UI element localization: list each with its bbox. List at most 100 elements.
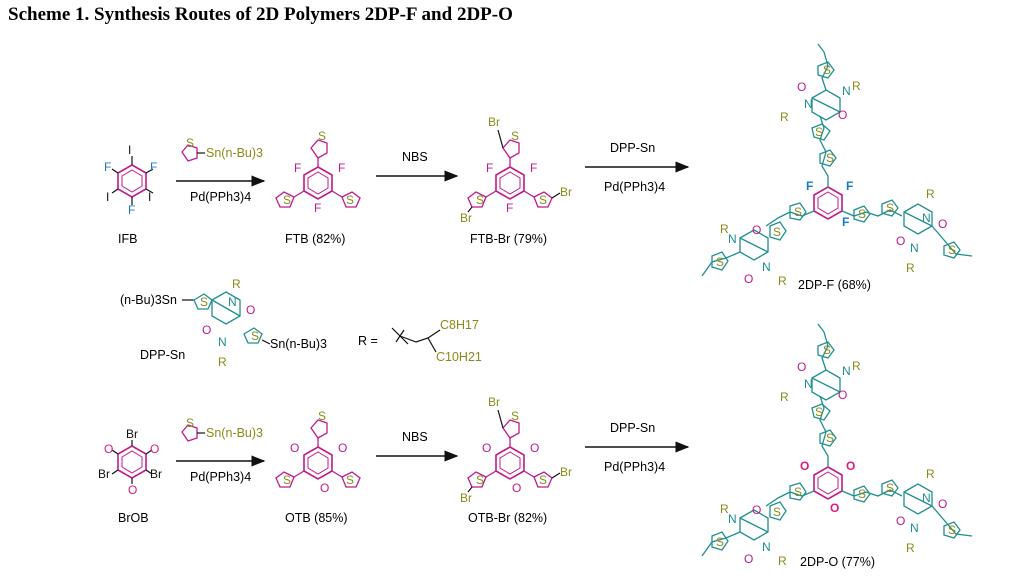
r-group-definition: R =	[358, 334, 378, 348]
svg-text:O: O	[830, 501, 839, 515]
svg-text:Br: Br	[460, 491, 472, 505]
svg-text:N: N	[762, 540, 771, 554]
svg-text:S: S	[815, 405, 823, 419]
ftb-label: FTB (82%)	[285, 232, 346, 246]
ftb-br-molecule: S Br S Br S Br F F F	[460, 115, 572, 225]
dpp-sn-tin-left: (n-Bu)3Sn	[120, 293, 177, 307]
svg-text:S: S	[476, 473, 484, 487]
svg-text:O: O	[797, 80, 806, 94]
ftb-molecule: S S S F F F	[275, 129, 361, 215]
svg-text:Br: Br	[560, 465, 572, 479]
svg-text:S: S	[815, 125, 823, 139]
otb-br-molecule: S Br S Br S Br O O O	[460, 395, 572, 505]
svg-text:S: S	[794, 485, 802, 499]
svg-text:R: R	[780, 110, 789, 124]
svg-text:O: O	[896, 514, 905, 528]
svg-text:S: S	[948, 523, 956, 537]
svg-text:Br: Br	[560, 185, 572, 199]
scheme-title: Scheme 1. Synthesis Routes of 2D Polymer…	[8, 4, 513, 25]
step1-o-catalyst: Pd(PPh3)4	[190, 470, 252, 484]
svg-text:F: F	[338, 161, 345, 175]
svg-text:N: N	[762, 260, 771, 274]
svg-text:R: R	[906, 261, 915, 275]
svg-text:F: F	[486, 161, 493, 175]
svg-text:O: O	[938, 497, 947, 511]
dpp-sn-label: DPP-Sn	[140, 348, 186, 362]
svg-text:N: N	[922, 211, 931, 225]
svg-text:S: S	[283, 193, 291, 207]
svg-text:S: S	[826, 151, 834, 165]
svg-text:O: O	[246, 303, 255, 317]
svg-text:S: S	[773, 225, 781, 239]
svg-text:R: R	[720, 222, 729, 236]
svg-text:N: N	[218, 335, 227, 349]
svg-text:O: O	[752, 223, 761, 237]
svg-text:S: S	[186, 136, 194, 150]
svg-text:R: R	[780, 390, 789, 404]
brob-label: BrOB	[118, 511, 149, 525]
step1-o-reagent-thiophene: S	[181, 416, 205, 442]
svg-text:Br: Br	[150, 467, 162, 481]
r-group-c10: C10H21	[436, 350, 482, 364]
svg-text:S: S	[948, 243, 956, 257]
svg-text:O: O	[482, 441, 491, 455]
ifb-label: IFB	[118, 232, 138, 246]
svg-text:Br: Br	[126, 427, 138, 441]
svg-text:Br: Br	[488, 395, 500, 409]
svg-text:O: O	[744, 552, 753, 566]
svg-text:N: N	[228, 295, 237, 309]
svg-text:F: F	[314, 201, 321, 215]
svg-text:S: S	[716, 255, 724, 269]
svg-text:S: S	[886, 201, 894, 215]
step2-f-reagent: NBS	[402, 150, 428, 164]
otb-label: OTB (85%)	[285, 511, 348, 525]
svg-text:F: F	[806, 179, 813, 193]
svg-text:S: S	[858, 207, 866, 221]
otb-molecule: S S S O O O	[275, 409, 361, 495]
svg-text:R: R	[852, 359, 861, 373]
svg-text:O: O	[150, 442, 159, 456]
svg-text:O: O	[797, 360, 806, 374]
svg-text:S: S	[200, 295, 208, 309]
svg-text:R: R	[926, 467, 935, 481]
svg-text:S: S	[886, 481, 894, 495]
ifb-fluorine-right: F	[150, 160, 157, 174]
dp-o-polymer: O O O S S O O N N R R S S S O O N N R R …	[701, 323, 973, 568]
svg-text:O: O	[202, 323, 211, 337]
svg-text:S: S	[251, 329, 259, 343]
svg-text:O: O	[838, 108, 847, 122]
svg-text:S: S	[283, 473, 291, 487]
svg-text:R: R	[906, 541, 915, 555]
svg-text:N: N	[910, 241, 919, 255]
ifb-iodine-top: I	[128, 143, 131, 157]
ifb-iodine-right: I	[148, 190, 151, 204]
dpp-sn-molecule: S N R O O N R S	[182, 277, 441, 369]
dpp-sn-tin-right: Sn(n-Bu)3	[270, 337, 327, 351]
svg-text:S: S	[539, 473, 547, 487]
svg-text:F: F	[530, 161, 537, 175]
svg-text:S: S	[186, 416, 194, 430]
svg-text:S: S	[826, 431, 834, 445]
svg-text:O: O	[338, 441, 347, 455]
svg-text:S: S	[346, 193, 354, 207]
step1-f-reagent-tin: Sn(n-Bu)3	[206, 146, 263, 160]
svg-text:S: S	[823, 343, 831, 357]
svg-text:Br: Br	[488, 115, 500, 129]
svg-text:R: R	[218, 355, 227, 369]
step3-o-reagent: DPP-Sn	[610, 421, 656, 435]
svg-text:F: F	[506, 201, 513, 215]
svg-text:S: S	[318, 409, 326, 423]
svg-text:N: N	[842, 84, 851, 98]
svg-text:N: N	[842, 364, 851, 378]
svg-text:O: O	[938, 217, 947, 231]
svg-text:O: O	[104, 442, 113, 456]
svg-text:O: O	[752, 503, 761, 517]
svg-text:N: N	[804, 97, 813, 111]
svg-text:S: S	[823, 63, 831, 77]
otb-br-label: OTB-Br (82%)	[468, 511, 548, 525]
ftb-br-label: FTB-Br (79%)	[470, 232, 548, 246]
ifb-iodine-left: I	[106, 190, 109, 204]
svg-text:S: S	[476, 193, 484, 207]
svg-text:R: R	[852, 79, 861, 93]
